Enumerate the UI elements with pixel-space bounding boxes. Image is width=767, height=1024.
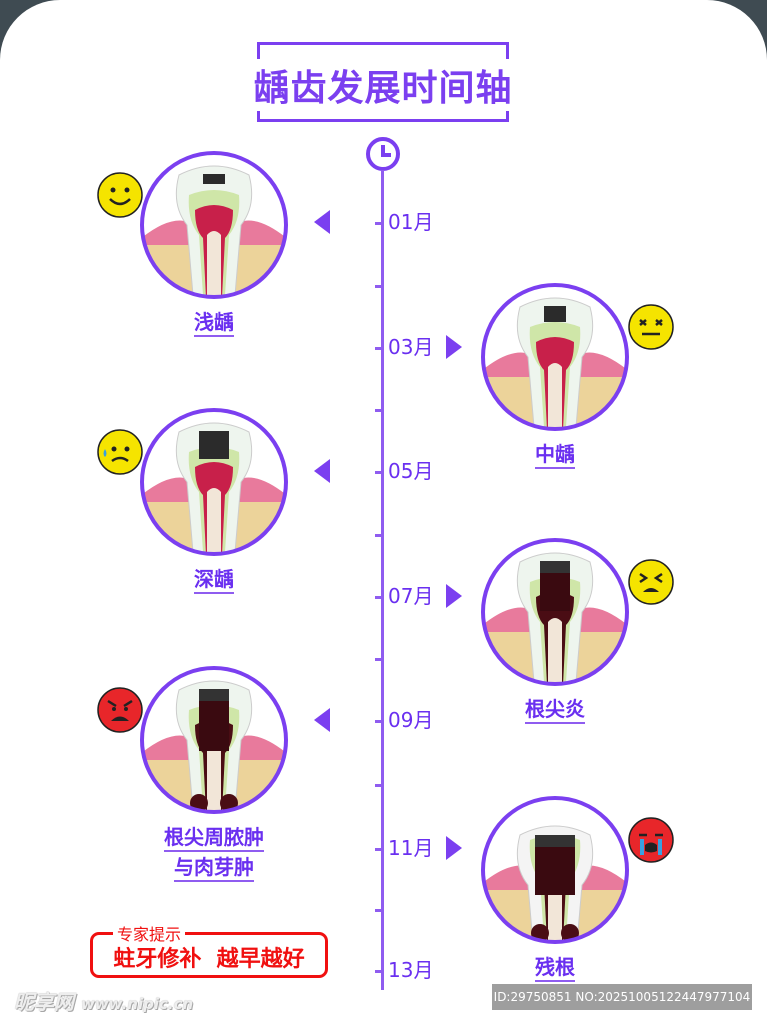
stage-label-text: 中龋	[535, 442, 575, 469]
title-box: 龋齿发展时间轴	[240, 42, 526, 122]
major-tick	[375, 848, 384, 851]
tooth-stage-image	[139, 407, 289, 557]
arrow-left-icon	[314, 708, 330, 732]
tooth-illustration	[481, 283, 629, 431]
major-tick	[375, 970, 384, 973]
minor-tick	[375, 409, 384, 412]
tooth-stage-image	[480, 282, 630, 432]
tooth-stage-image	[139, 665, 289, 815]
tooth-illustration	[140, 151, 288, 299]
arrow-left-icon	[314, 210, 330, 234]
timeline-axis	[381, 170, 384, 990]
stage-label-text: 根尖炎	[525, 697, 585, 724]
month-label: 01月	[388, 210, 434, 234]
page-title: 龋齿发展时间轴	[240, 59, 526, 111]
major-tick	[375, 347, 384, 350]
month-label: 03月	[388, 335, 434, 359]
arrow-right-icon	[446, 335, 462, 359]
minor-tick	[375, 533, 384, 537]
squint-sad-icon	[628, 559, 674, 605]
watermark: 昵享网 www.nipic.cn	[14, 986, 193, 1015]
minor-tick	[375, 284, 384, 288]
minor-tick	[375, 909, 384, 912]
stage-label[interactable]: 根尖炎	[455, 694, 655, 724]
image-id-bar: ID:29750851 NO:20251005122447977104	[492, 984, 752, 1010]
stage-label[interactable]: 根尖周脓肿与肉芽肿	[114, 822, 314, 882]
major-tick	[375, 720, 384, 723]
angry-icon	[97, 687, 143, 733]
month-label: 07月	[388, 584, 434, 608]
tooth-stage-image	[480, 795, 630, 945]
dizzy-icon	[628, 304, 674, 350]
tooth-stage-image	[480, 537, 630, 687]
major-tick	[375, 471, 384, 474]
tooth-illustration	[481, 538, 629, 686]
arrow-right-icon	[446, 584, 462, 608]
month-label: 09月	[388, 708, 434, 732]
major-tick	[375, 222, 384, 225]
stage-label-text: 根尖周脓肿	[164, 825, 264, 852]
tip-heading: 专家提示	[113, 921, 186, 945]
month-label: 13月	[388, 958, 434, 982]
tooth-illustration	[481, 796, 629, 944]
clock-icon	[366, 137, 400, 171]
minor-tick	[375, 658, 384, 661]
expert-tip-box: 专家提示 蛀牙修补 越早越好	[90, 921, 328, 978]
stage-label-text: 残根	[535, 955, 575, 982]
watermark-site: www.nipic.cn	[80, 995, 194, 1013]
tooth-illustration	[140, 408, 288, 556]
stage-label[interactable]: 浅龋	[114, 307, 314, 337]
tooth-illustration	[140, 666, 288, 814]
crying-icon	[628, 817, 674, 863]
sweat-worried-icon	[97, 429, 143, 475]
watermark-brand: 昵享网	[14, 990, 74, 1014]
stage-label[interactable]: 中龋	[455, 439, 655, 469]
arrow-right-icon	[446, 836, 462, 860]
tooth-stage-image	[139, 150, 289, 300]
month-label: 11月	[388, 836, 434, 860]
stage-label[interactable]: 残根	[455, 952, 655, 982]
stage-label-text-2: 与肉芽肿	[174, 855, 254, 882]
major-tick	[375, 596, 384, 599]
month-label: 05月	[388, 459, 434, 483]
minor-tick	[375, 784, 384, 787]
smile-icon	[97, 172, 143, 218]
tip-body: 蛀牙修补 越早越好	[113, 947, 305, 972]
arrow-left-icon	[314, 459, 330, 483]
stage-label-text: 浅龋	[194, 310, 234, 337]
stage-label-text: 深龋	[194, 567, 234, 594]
stage-label[interactable]: 深龋	[114, 564, 314, 594]
